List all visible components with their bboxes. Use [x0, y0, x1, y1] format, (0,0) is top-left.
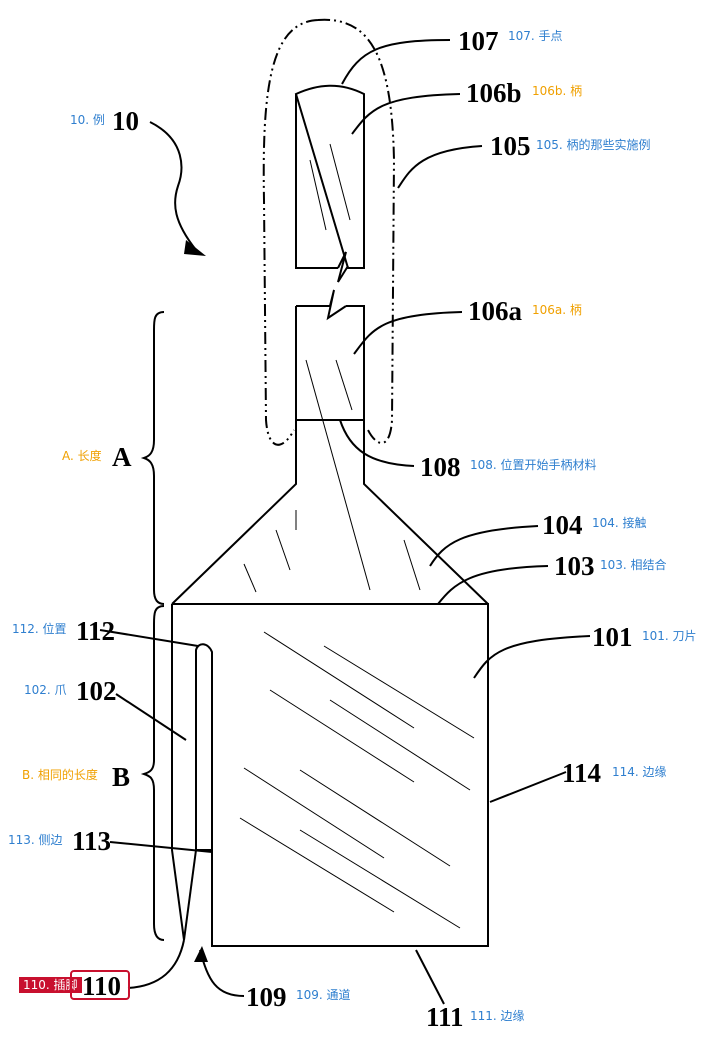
ref-102: 102	[76, 676, 117, 706]
arrowhead-10	[184, 240, 206, 256]
annotation-102: 102. 爪	[24, 683, 67, 697]
leader-103	[437, 565, 549, 605]
annotation-104: 104. 接触	[592, 516, 647, 530]
annotation-107: 107. 手点	[508, 29, 563, 43]
annotation-105: 105. 柄的那些实施例	[536, 138, 651, 152]
leader-114	[489, 771, 567, 803]
break-symbol-upper	[337, 251, 349, 283]
break-symbol-lower	[326, 289, 347, 321]
leader-101	[473, 635, 591, 679]
leader-107	[341, 39, 451, 85]
leader-110	[127, 939, 185, 989]
leader-106b	[351, 93, 461, 135]
annotation-113: 113. 侧边	[8, 833, 63, 847]
ref-B: B	[112, 762, 131, 792]
brace-B	[140, 605, 165, 941]
leader-105	[397, 145, 483, 189]
ref-114: 114	[562, 758, 602, 788]
ref-10: 10	[112, 106, 139, 136]
ref-A: A	[112, 442, 132, 472]
ref-110: 110	[82, 971, 122, 1001]
ref-104: 104	[542, 510, 583, 540]
annotation-106a: 106a. 柄	[532, 303, 582, 317]
annotation-103: 103. 相结合	[600, 558, 667, 572]
shading-lines	[239, 143, 475, 929]
annotation-101: 101. 刀片	[642, 629, 697, 643]
ref-108: 108	[420, 452, 461, 482]
leader-106a	[353, 311, 463, 355]
ref-101: 101	[592, 622, 633, 652]
ref-106a: 106a	[468, 296, 522, 326]
annotation-109: 109. 通道	[296, 988, 351, 1002]
ref-106b: 106b	[466, 78, 522, 108]
ref-111: 111	[426, 1002, 464, 1032]
annotation-106b: 106b. 柄	[532, 84, 583, 98]
annotation-10: 10. 例	[70, 113, 105, 127]
leader-104	[429, 525, 539, 567]
leader-102	[115, 693, 187, 741]
ref-113: 113	[72, 826, 112, 856]
arrow-10	[149, 121, 197, 251]
ref-109: 109	[246, 982, 287, 1012]
annotation-112: 112. 位置	[12, 622, 67, 636]
annotation-111: 111. 边缘	[470, 1009, 525, 1023]
brace-A	[140, 311, 165, 605]
leader-113	[109, 841, 213, 853]
ref-103: 103	[554, 551, 595, 581]
leader-108	[339, 419, 415, 467]
handle-106b	[294, 84, 365, 269]
annotation-B: B. 相同的长度	[22, 768, 98, 782]
leader-111	[415, 949, 445, 1005]
ref-112: 112	[76, 616, 116, 646]
leader-109	[199, 949, 245, 997]
annotation-108: 108. 位置开始手柄材料	[470, 458, 597, 472]
annotation-A: A. 长度	[62, 449, 102, 463]
annotation-114: 114. 边缘	[612, 765, 667, 779]
blade-101	[172, 603, 489, 947]
annotation-110-tag: 110. 插脚	[19, 977, 82, 993]
handle-106a	[295, 305, 365, 421]
ref-107: 107	[458, 26, 499, 56]
claw-102	[171, 604, 213, 941]
neck	[171, 420, 489, 605]
ref-105: 105	[490, 131, 531, 161]
leader-112	[99, 629, 199, 647]
arrowhead-109	[194, 946, 208, 962]
claw-tip	[183, 849, 197, 941]
handle-embodiment-outline	[262, 18, 396, 446]
highlight-box-110	[70, 970, 130, 1000]
